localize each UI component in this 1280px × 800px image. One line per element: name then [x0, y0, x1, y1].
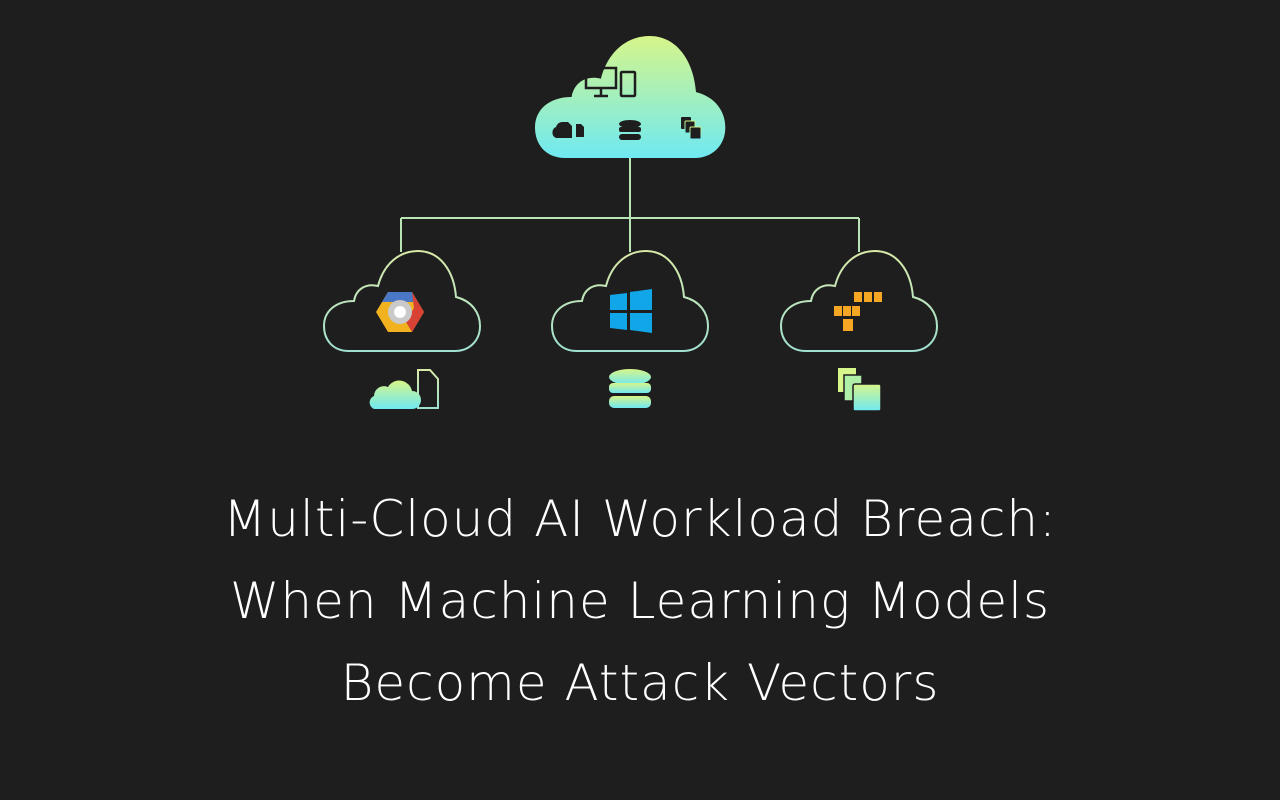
stacked-files-icon	[681, 117, 702, 140]
multi-cloud-diagram	[323, 36, 938, 412]
stacked-files-icon	[838, 368, 882, 412]
cloud-file-icon	[552, 122, 584, 138]
tablet-icon	[619, 70, 637, 98]
windows-azure-logo	[610, 289, 652, 333]
aws-logo	[834, 292, 882, 331]
title-line-3: Become Attack Vectors	[340, 654, 940, 712]
desktop-icon	[584, 66, 618, 98]
title-line-2: When Machine Learning Models	[229, 572, 1051, 630]
google-cloud-logo	[376, 292, 424, 332]
database-icon	[619, 120, 641, 140]
connector-lines	[400, 155, 860, 252]
database-icon	[609, 369, 651, 408]
cloud-file-icon	[369, 369, 439, 409]
page-title: Multi-Cloud AI Workload Breach: When Mac…	[0, 478, 1280, 724]
title-line-1: Multi-Cloud AI Workload Breach:	[223, 490, 1057, 548]
